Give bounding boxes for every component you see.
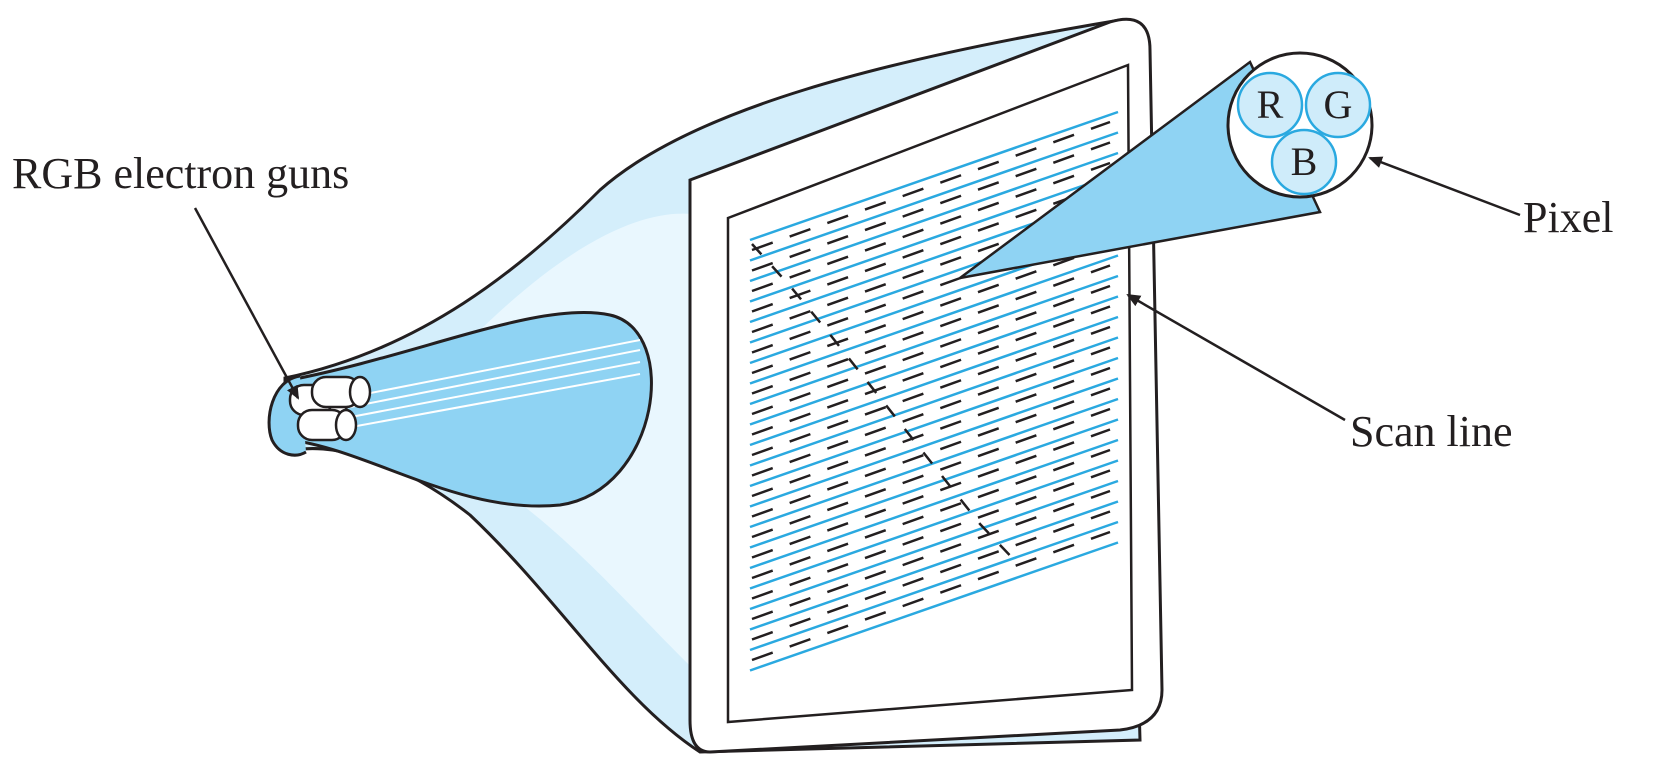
scan-line (749, 397, 1119, 529)
vertical-retrace-line (751, 243, 1021, 567)
beam-rays (334, 339, 641, 431)
electron-guns (288, 375, 372, 442)
pixel-dots: R G B (1236, 71, 1372, 196)
pixel-dot-r-label: R (1257, 82, 1284, 127)
scan-line (749, 131, 1119, 262)
guns-leader-arrow (193, 207, 300, 400)
pixel-dot-b-label: B (1291, 139, 1318, 184)
pixel-dot-g (1304, 71, 1372, 139)
scan-line (749, 295, 1119, 426)
scan-line (749, 336, 1119, 467)
pixel-leader-arrow (1368, 156, 1521, 217)
scan-line (749, 438, 1119, 570)
pixel-dot-r (1236, 71, 1304, 139)
scan-line (749, 500, 1119, 631)
scan-line (749, 479, 1119, 611)
label-pixel: Pixel (1523, 193, 1614, 242)
electron-beam (288, 310, 653, 508)
scan-line (749, 418, 1119, 549)
label-rgb-electron-guns: RGB electron guns (12, 149, 350, 198)
pixel-dot-b (1270, 128, 1338, 196)
scan-line (749, 315, 1119, 447)
pixel-dot-g-label: G (1324, 82, 1353, 127)
scan-line (749, 274, 1119, 406)
scan-line (749, 254, 1119, 385)
scan-line (749, 110, 1119, 242)
scan-line (749, 520, 1119, 652)
scan-line (749, 356, 1119, 488)
scan-line (749, 459, 1119, 590)
label-scan-line: Scan line (1350, 407, 1513, 456)
scan-line (749, 151, 1119, 283)
scan-line (749, 172, 1119, 303)
scan-line (749, 541, 1119, 672)
scan-line-leader-arrow (1126, 293, 1346, 422)
scan-line (749, 377, 1119, 508)
